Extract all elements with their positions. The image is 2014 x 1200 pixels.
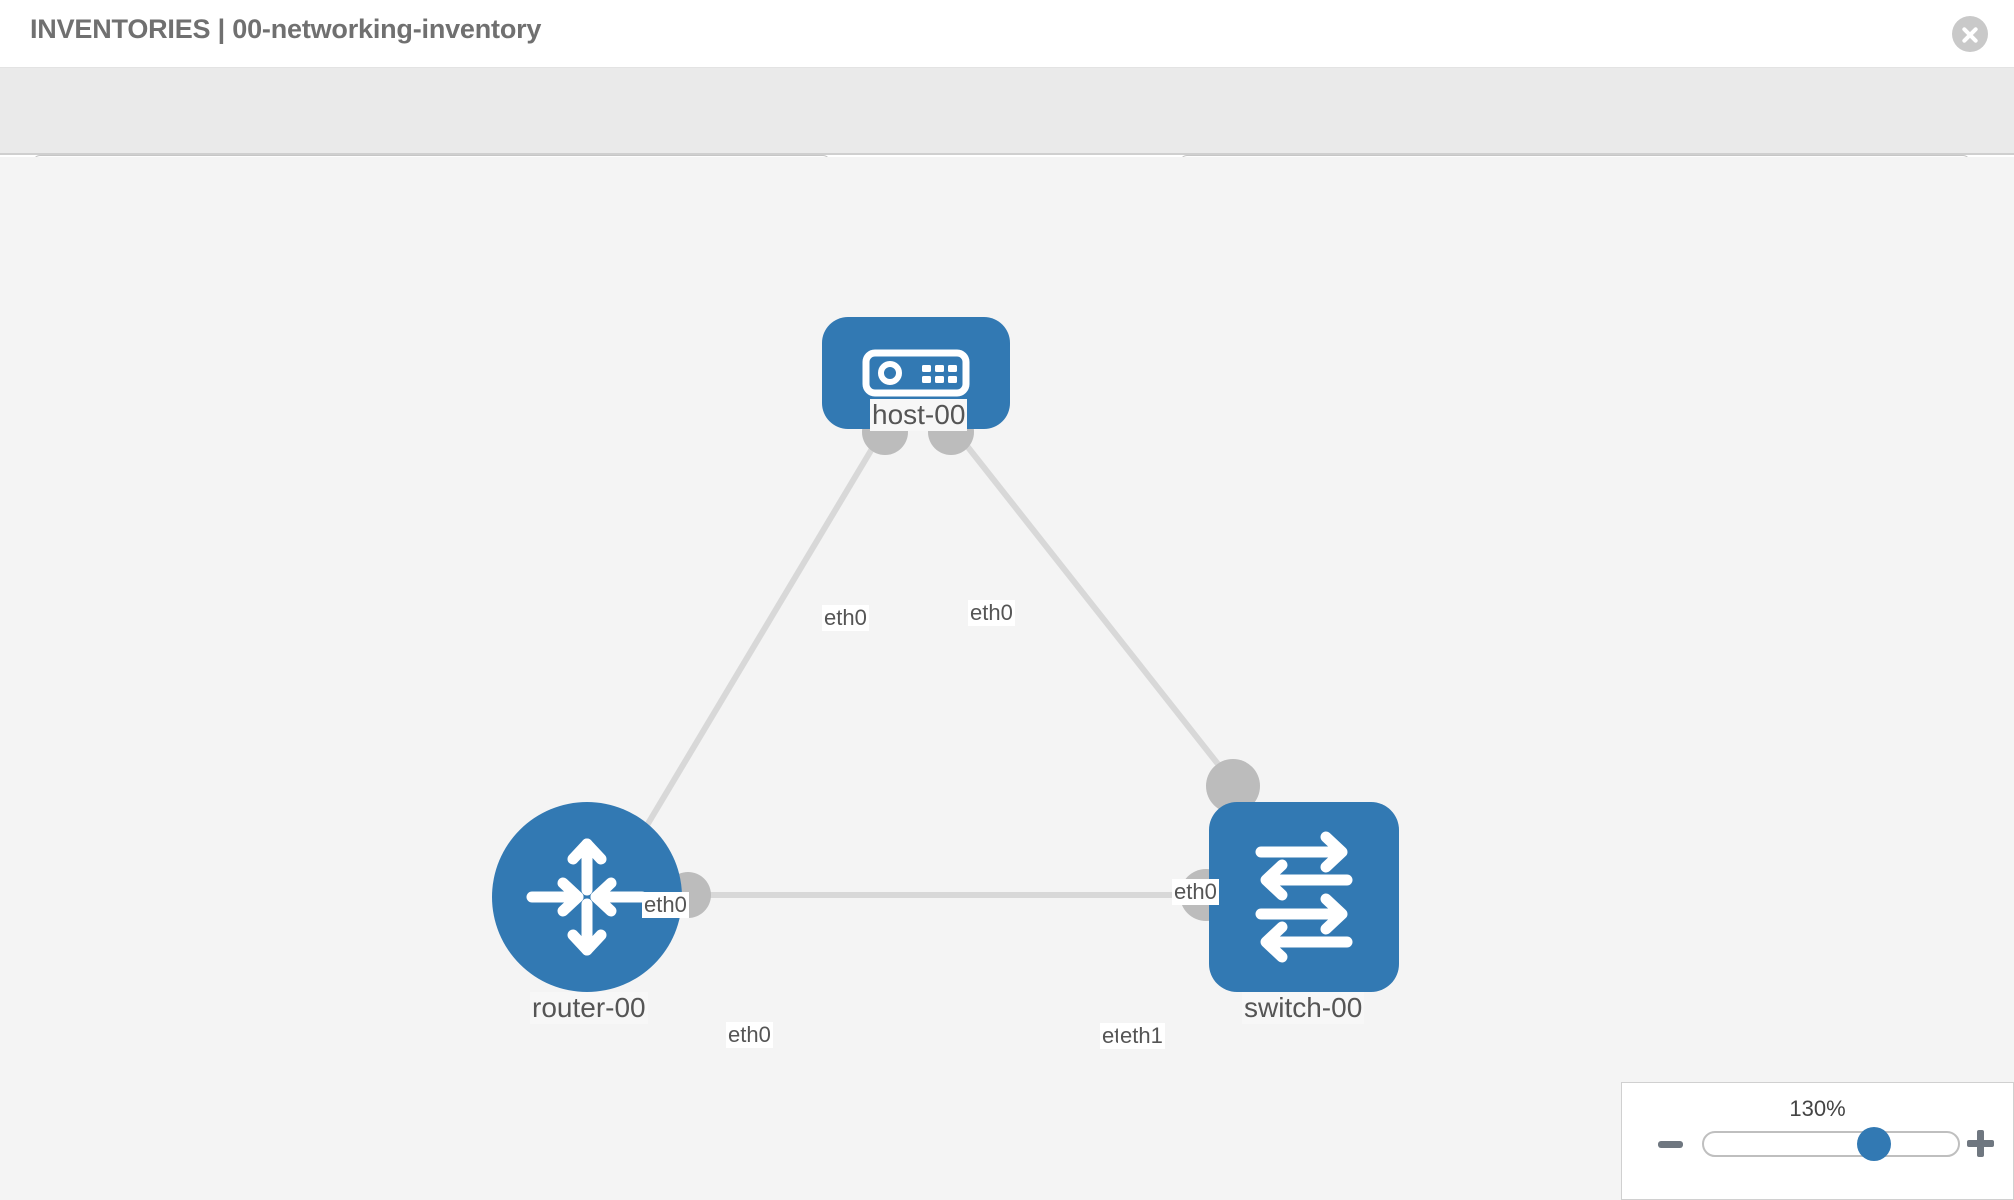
zoom-in-button[interactable] <box>1967 1130 1994 1157</box>
toolbar: ACTIONS SEARCH <box>0 68 2014 205</box>
close-icon[interactable] <box>1952 16 1988 52</box>
server-icon <box>822 317 1010 429</box>
zoom-level-value: 130% <box>1789 1096 1846 1121</box>
node-switch-00[interactable]: switch-00 <box>1209 802 1399 1024</box>
topology-canvas[interactable]: host-00 <box>0 157 2014 1200</box>
interface-label-switch-left-b: eth1 <box>1118 1023 1165 1049</box>
interface-label-router-up: eth0 <box>642 892 689 918</box>
router-arrows-icon <box>492 802 682 992</box>
topology-edges <box>637 425 1243 898</box>
zoom-slider-thumb[interactable] <box>1857 1127 1892 1161</box>
node-switch-shape <box>1209 802 1399 992</box>
interface-label-host-right: eth0 <box>968 600 1015 626</box>
page-title: INVENTORIES | 00-networking-inventory <box>30 14 542 44</box>
node-router-00[interactable]: router-00 <box>492 802 682 1024</box>
node-host-00[interactable]: host-00 <box>822 317 1010 431</box>
zoom-out-button[interactable] <box>1658 1141 1683 1148</box>
switch-arrows-icon <box>1209 802 1399 992</box>
interface-label-router-right: eth0 <box>726 1022 773 1048</box>
zoom-control-panel: 130% <box>1621 1082 2014 1200</box>
interface-label-switch-up: eth0 <box>1172 879 1219 905</box>
zoom-slider[interactable] <box>1702 1127 1960 1161</box>
node-host-00-label: host-00 <box>870 399 968 431</box>
node-switch-00-label: switch-00 <box>1242 992 1365 1024</box>
interface-label-host-left: eth0 <box>822 605 869 631</box>
page-header: INVENTORIES | 00-networking-inventory <box>0 0 2014 68</box>
node-router-00-label: router-00 <box>530 992 648 1024</box>
